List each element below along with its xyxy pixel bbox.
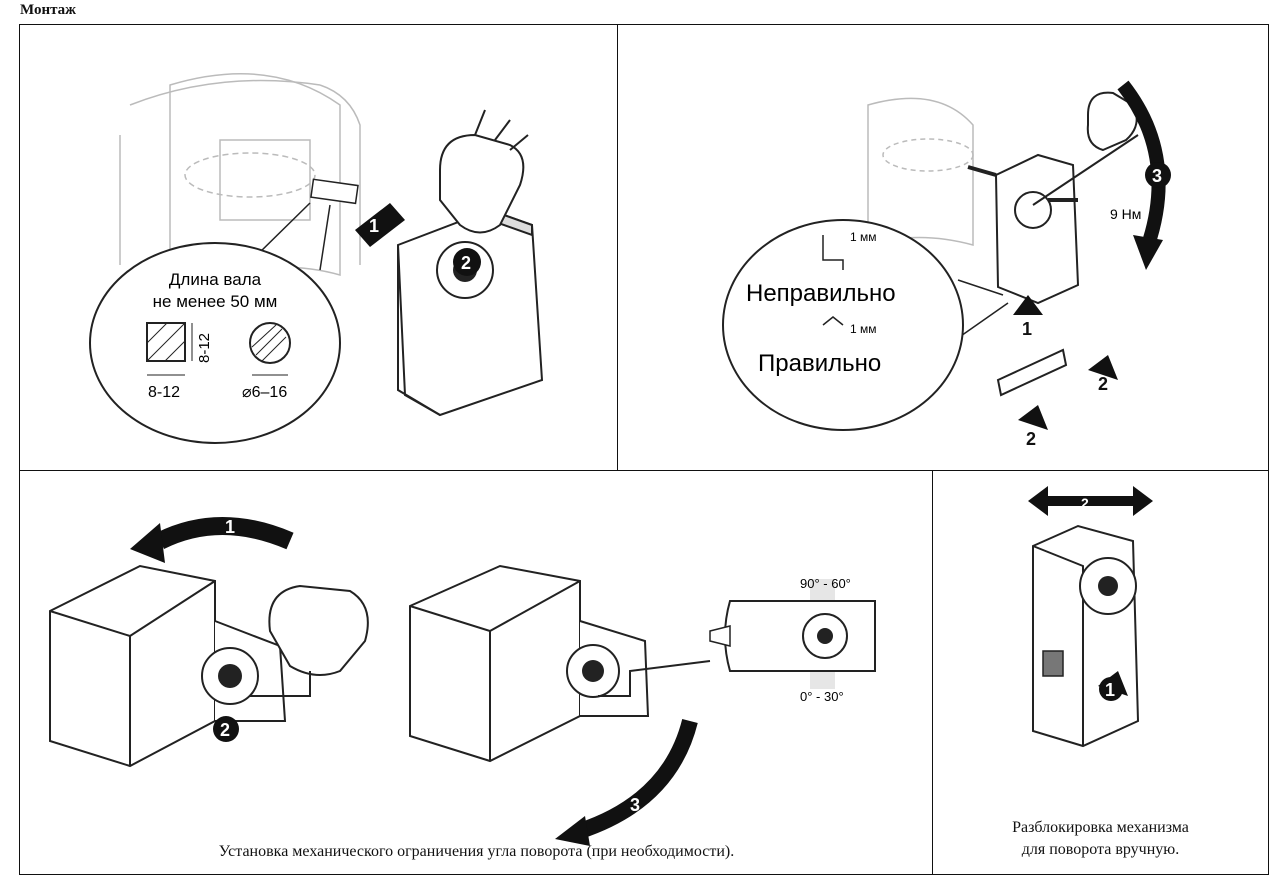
unlock-caption-line-2: для поворота вручную. [1021, 841, 1180, 858]
step-2-label: 2 [461, 253, 471, 273]
angle-limit-illustration: 1 2 [49, 517, 876, 846]
unlock-button[interactable] [1042, 650, 1064, 677]
angle-top-label: 90° - 60° [800, 576, 851, 591]
actuator-unlock [1032, 524, 1140, 748]
manual-unlock-illustration: 2 1 [1028, 486, 1153, 748]
round-dim: ⌀6–16 [242, 384, 287, 401]
angle-bottom-label: 0° - 30° [800, 689, 844, 704]
step-3-label: 3 [1152, 166, 1162, 186]
square-dim-horizontal: 8-12 [148, 384, 180, 401]
gap-bottom-label: 1 мм [850, 322, 877, 336]
wrong-label: Неправильно [746, 280, 896, 307]
square-dim-vertical: 8-12 [196, 333, 213, 363]
step-2-label: 2 [1081, 495, 1089, 511]
right-label: Правильно [758, 350, 881, 377]
step-2-label: 2 [220, 720, 230, 740]
bracket-illustration: 3 9 Нм 1 мм Неправильно 1 мм Правильно 1… [722, 80, 1171, 449]
panel-bracket-mount: 3 9 Нм 1 мм Неправильно 1 мм Правильно 1… [618, 25, 1268, 471]
panel-shaft-length: 1 2 Длина вала не менее 50 мм 8-12 8-12 [20, 25, 618, 471]
shaft-illustration: 1 2 Длина вала не менее 50 мм 8-12 8-12 [89, 73, 544, 444]
step-2a-label: 2 [1098, 374, 1108, 394]
callout-line-1: Длина вала [169, 270, 262, 289]
round-shaft-section [249, 322, 291, 364]
actuator-top-view [724, 600, 876, 672]
step-1-label: 1 [369, 216, 379, 236]
unlock-caption-line-1: Разблокировка механизма [1012, 819, 1189, 836]
shaft-callout-bubble [89, 242, 341, 444]
step-1-label: 1 [225, 517, 235, 537]
installation-grid: 1 2 Длина вала не менее 50 мм 8-12 8-12 [19, 24, 1269, 875]
angle-limit-caption: Установка механического ограничения угла… [218, 843, 735, 860]
callout-line-2: не менее 50 мм [153, 292, 278, 311]
panel-angle-limit: 1 2 [20, 471, 933, 874]
step-1-label: 1 [1022, 319, 1032, 339]
gap-top-label: 1 мм [850, 230, 877, 244]
torque-label: 9 Нм [1110, 206, 1141, 222]
step-3-label: 3 [630, 795, 640, 815]
step-2b-label: 2 [1026, 429, 1036, 449]
panel-manual-unlock: 2 1 Разблокировка механизма для поворота… [933, 471, 1268, 874]
page-title: Монтаж [20, 2, 77, 18]
step-1-label: 1 [1105, 680, 1115, 700]
